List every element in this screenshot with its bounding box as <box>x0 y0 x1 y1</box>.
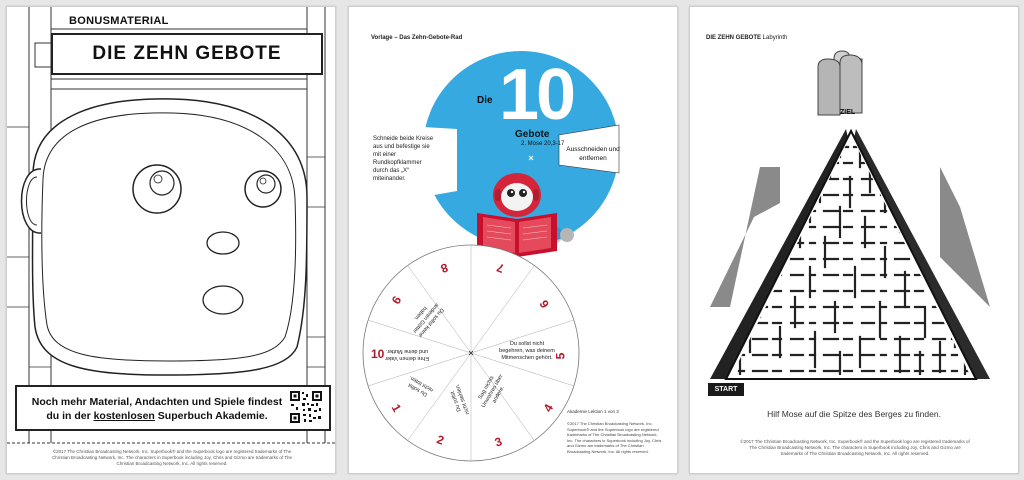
page-reference: Akademie Lektion 1 von 3 <box>567 409 619 414</box>
page-header: Vorlage – Das Zehn-Gebote-Rad <box>371 35 463 41</box>
promo-box: Noch mehr Material, Andachten und Spiele… <box>15 385 331 431</box>
verse-reference: 2. Mose 20,3-17 <box>521 141 565 147</box>
bonus-label: BONUSMATERIAL <box>69 15 169 27</box>
promo-link[interactable]: kostenlosen <box>93 410 155 422</box>
start-label: START <box>708 383 744 396</box>
cut-out-label: Ausschneiden und entfernen <box>566 146 620 162</box>
commandment-text: Du sollst nicht begehren, was deinem Mit… <box>499 341 555 361</box>
copyright-block: ©2017 The Christian Broadcasting Network… <box>567 421 662 454</box>
wheel-template-page: Vorlage – Das Zehn-Gebote-Rad 1 <box>348 6 678 474</box>
wheel-number: 10 <box>371 347 385 361</box>
header-rest: Labyrinth <box>761 35 788 41</box>
upper-wheel-art <box>423 51 620 257</box>
page-header: DIE ZEHN GEBOTE Labyrinth <box>706 35 787 41</box>
cut-instructions: Schneide beide Kreise aus und befestige … <box>373 136 434 182</box>
promo-line-1: Noch mehr Material, Andachten und Spiele… <box>31 396 283 408</box>
coloring-page: BONUSMATERIAL DIE ZEHN GEBOTE Noch mehr … <box>6 6 336 474</box>
paper-frame-art <box>7 7 335 444</box>
page-title: DIE ZEHN GEBOTE <box>92 43 282 64</box>
maze-art <box>710 50 990 380</box>
commandment-text: Ehre deinen Vater und deine Mutter. <box>385 348 429 361</box>
gebote-label: Gebote <box>515 129 550 140</box>
die-label: Die <box>477 95 493 106</box>
qr-code-icon[interactable] <box>289 390 323 424</box>
stone-tablets-icon <box>817 50 863 116</box>
lower-wheel-art <box>362 244 580 462</box>
maze-caption: Hilf Mose auf die Spitze des Berges zu f… <box>767 409 941 419</box>
big-number-ten: 10 <box>499 55 576 135</box>
header-bold: DIE ZEHN GEBOTE <box>706 35 762 41</box>
footer-copyright: ©2017 The Christian Broadcasting Network… <box>740 439 970 456</box>
goal-label: ZIEL <box>840 109 856 116</box>
maze-page: DIE ZEHN GEBOTE Labyrinth ZIEL START Hil… <box>689 6 1019 474</box>
promo-line-2-pre: du in der <box>46 410 94 422</box>
promo-text: Noch mehr Material, Andachten und Spiele… <box>25 395 289 423</box>
robot-character-icon <box>477 173 574 257</box>
promo-line-2-post: Superbuch Akademie. <box>154 410 268 422</box>
footer-copyright: ©2017 The Christian Broadcasting Network… <box>51 449 293 466</box>
title-box: DIE ZEHN GEBOTE <box>51 33 323 75</box>
